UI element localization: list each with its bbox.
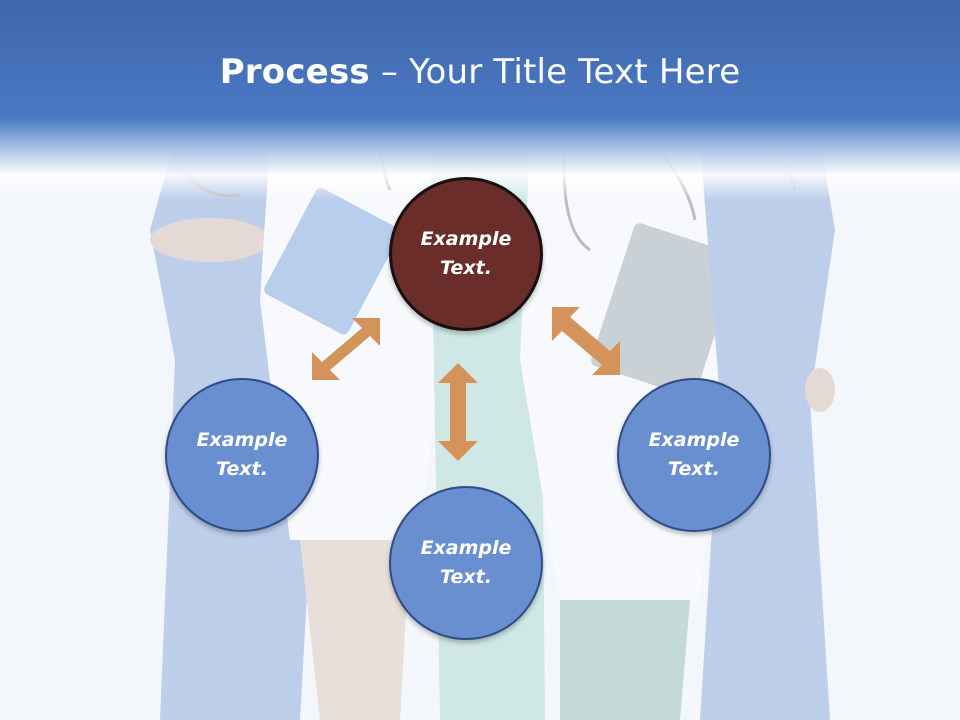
slide-title: Process – Your Title Text Here <box>0 52 960 92</box>
circle-bottom: Example Text. <box>389 486 543 640</box>
title-bold: Process <box>219 52 370 92</box>
title-rest: – Your Title Text Here <box>369 52 741 92</box>
circle-left-text: Example Text. <box>196 429 288 480</box>
circle-right: Example Text. <box>617 378 771 532</box>
circle-top-text: Example Text. <box>420 228 512 279</box>
circle-left: Example Text. <box>165 378 319 532</box>
circle-top: Example Text. <box>389 177 543 331</box>
header-band <box>0 0 960 200</box>
circle-right-text: Example Text. <box>648 429 740 480</box>
circle-bottom-text: Example Text. <box>420 537 512 588</box>
